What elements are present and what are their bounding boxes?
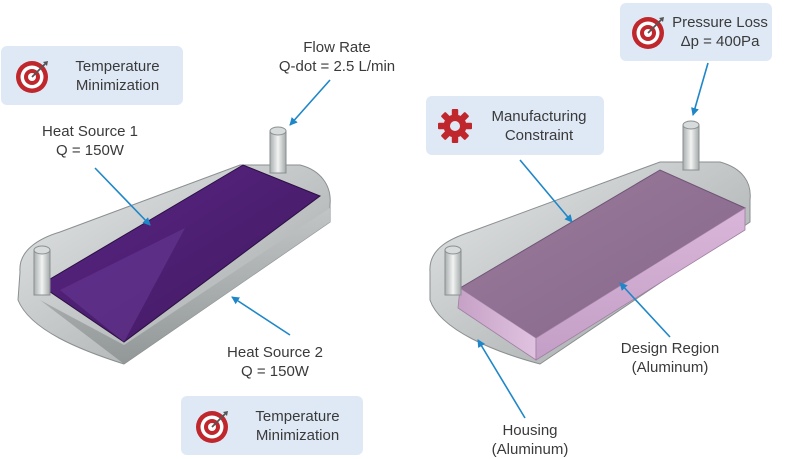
target-icon: [16, 60, 48, 93]
target-icon: [632, 17, 664, 49]
design-region-line2: (Aluminum): [631, 359, 709, 376]
pressure-loss-card: Pressure Loss Δp = 400Pa: [620, 3, 772, 61]
objective-card-top: Temperature Minimization: [1, 46, 183, 105]
arrow-heat-source-2: [231, 296, 291, 336]
heat-source-2-line2: Q = 150W: [241, 363, 309, 380]
manufacturing-constraint-card: Manufacturing Constraint: [426, 96, 604, 155]
pressure-loss-line1: Pressure Loss: [672, 14, 768, 31]
design-region-side: [535, 207, 746, 361]
flow-rate-label: Flow Rate Q-dot = 2.5 L/min: [252, 38, 422, 76]
heat-source-2-label: Heat Source 2 Q = 150W: [200, 343, 350, 381]
gear-icon: [438, 108, 472, 143]
heat-source-1-line2: Q = 150W: [56, 142, 124, 159]
pressure-loss-line2: Δp = 400Pa: [680, 33, 760, 50]
housing-label: Housing (Aluminum): [470, 421, 590, 459]
objective-top-line1: Temperature: [75, 57, 160, 75]
right-inlet-pipe: [444, 245, 462, 296]
arrow-pressure-loss: [691, 62, 709, 116]
manufacturing-line2: Constraint: [504, 126, 574, 144]
objective-top-line2: Minimization: [75, 76, 160, 94]
arrow-design-region: [619, 282, 671, 338]
housing-line2: (Aluminum): [491, 441, 569, 458]
arrow-manufacturing: [519, 159, 573, 223]
left-heat-sink-model: [17, 126, 331, 365]
objective-bottom-line1: Temperature: [255, 407, 340, 425]
design-region-label: Design Region (Aluminum): [600, 339, 740, 377]
objective-bottom-line2: Minimization: [255, 426, 340, 444]
heat-source-2-line1: Heat Source 2: [227, 344, 323, 361]
arrow-flow-rate: [289, 79, 331, 126]
right-outlet-pipe: [682, 120, 700, 171]
left-inlet-pipe: [33, 245, 51, 296]
manufacturing-line1: Manufacturing: [491, 107, 587, 125]
heat-source-1-label: Heat Source 1 Q = 150W: [20, 122, 160, 160]
design-region-line1: Design Region: [620, 340, 720, 357]
flow-rate-line2: Q-dot = 2.5 L/min: [278, 58, 396, 75]
heat-plate-facet: [60, 228, 185, 342]
objective-card-bottom: Temperature Minimization: [181, 396, 363, 455]
target-icon: [196, 410, 228, 443]
left-outlet-pipe: [269, 126, 287, 174]
right-heat-sink-model: [429, 120, 751, 365]
heat-source-1-line1: Heat Source 1: [42, 123, 138, 140]
flow-rate-line1: Flow Rate: [303, 39, 371, 56]
arrow-housing: [477, 339, 526, 419]
arrow-heat-source-1: [94, 167, 151, 226]
housing-line1: Housing: [502, 422, 558, 439]
